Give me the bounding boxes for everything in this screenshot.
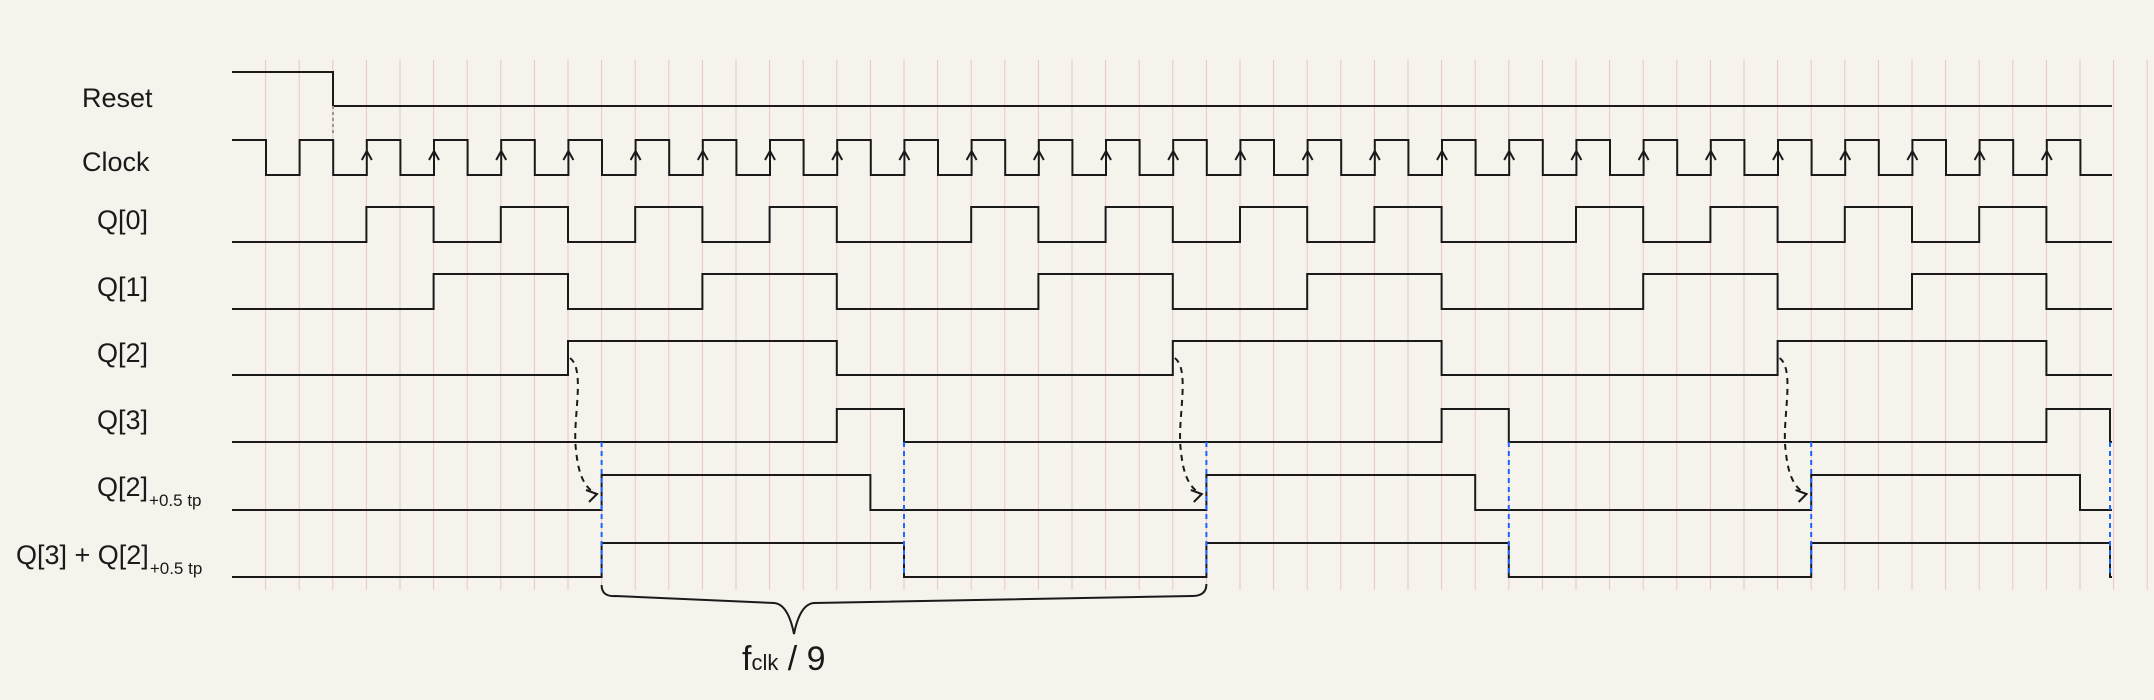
rising-edge-mark xyxy=(898,148,911,161)
rising-edge-mark xyxy=(1570,148,1583,161)
clock-waveform xyxy=(232,139,2112,176)
rising-edge-mark xyxy=(629,148,642,161)
rising-edge-mark xyxy=(696,148,709,161)
delay-markers xyxy=(600,442,2111,577)
rising-edge-mark xyxy=(1906,148,1919,161)
frequency-annotation: fclk / 9 xyxy=(742,640,826,678)
signal-label-q2-delayed-subscript: +0.5 tp xyxy=(149,491,202,510)
signal-label-q2: Q[2] xyxy=(97,338,149,368)
propagation-arrows xyxy=(569,357,1809,503)
propagation-arrow xyxy=(1174,357,1202,495)
q3-waveform xyxy=(232,408,2112,443)
rising-edge-mark xyxy=(1301,148,1314,161)
arrow-head xyxy=(1190,489,1204,503)
period-brace xyxy=(600,583,1208,635)
rising-edge-mark xyxy=(1167,148,1180,161)
q2-waveform xyxy=(232,340,2112,376)
rising-edge-mark xyxy=(764,148,776,161)
rising-edge-mark xyxy=(965,148,978,161)
signal-label-q2-delayed: Q[2]+0.5 tp xyxy=(97,472,202,510)
rising-edge-mark xyxy=(1100,148,1112,161)
q2-delayed-waveform xyxy=(232,474,2112,511)
rising-edge-mark xyxy=(495,148,508,161)
arrow-head xyxy=(585,489,599,503)
signal-label-clock: Clock xyxy=(82,147,150,177)
waveform-traces xyxy=(232,71,2112,578)
reset-waveform xyxy=(232,71,2112,107)
propagation-arrow xyxy=(569,357,597,495)
rising-edge-mark xyxy=(2040,148,2053,161)
rising-edge-mark xyxy=(1973,148,1986,161)
q1-waveform xyxy=(232,273,2112,310)
signal-label-q0: Q[0] xyxy=(97,205,149,235)
rising-edge-mark xyxy=(1772,148,1784,161)
rising-edge-mark xyxy=(1503,148,1516,161)
rising-edge-mark xyxy=(1032,148,1045,161)
rising-edge-mark xyxy=(1839,148,1852,161)
signal-label-or-subscript: +0.5 tp xyxy=(149,559,203,578)
arrow-head xyxy=(1795,489,1809,503)
signal-label-q3-or-q2-delayed: Q[3] + Q[2]+0.5 tp xyxy=(16,540,203,578)
rising-edge-mark xyxy=(1368,148,1381,161)
propagation-arrow xyxy=(1778,357,1807,495)
rising-edge-mark xyxy=(562,148,575,161)
rising-edge-mark xyxy=(831,148,844,161)
signal-label-q1: Q[1] xyxy=(97,272,149,302)
rising-edge-mark xyxy=(360,148,373,161)
q0-waveform xyxy=(232,206,2112,243)
signal-label-q3: Q[3] xyxy=(97,405,149,435)
q3-or-q2-delayed-waveform xyxy=(232,542,2112,578)
rising-edge-mark xyxy=(1704,148,1717,161)
signal-label-reset: Reset xyxy=(82,83,153,113)
rising-edge-mark xyxy=(428,148,440,161)
rising-edge-mark xyxy=(1234,148,1247,161)
rising-edge-mark xyxy=(1637,148,1650,161)
rising-edge-mark xyxy=(1436,148,1448,161)
frequency-subscript: clk xyxy=(751,650,779,675)
